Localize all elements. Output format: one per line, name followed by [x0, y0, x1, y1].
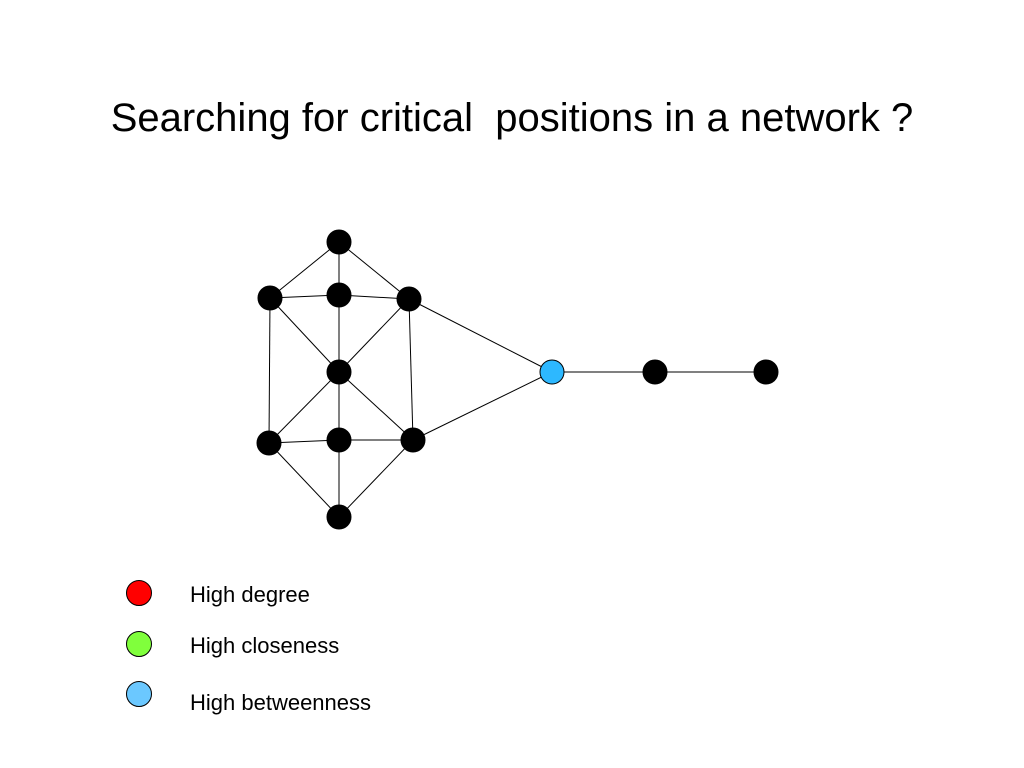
legend-dot-blue — [126, 681, 152, 707]
slide-title: Searching for critical positions in a ne… — [110, 96, 914, 140]
edge-top-upper-right — [338, 241, 410, 300]
edge-upper-left-center — [269, 297, 340, 373]
node-tail-1 — [642, 359, 668, 385]
edge-center-lower-right — [338, 371, 414, 441]
node-upper-right — [396, 286, 422, 312]
edge-lower-left-bottom — [268, 442, 340, 518]
node-upper-middle — [326, 282, 352, 308]
edge-upper-left-lower-left — [268, 297, 271, 444]
edge-lower-right-bridge — [412, 371, 553, 441]
node-bottom — [326, 504, 352, 530]
legend-label-high-degree: High degree — [190, 582, 310, 607]
node-top — [326, 229, 352, 255]
legend-dot-green — [126, 631, 152, 657]
node-bridge — [539, 359, 565, 385]
legend-dot-red — [126, 580, 152, 606]
edge-lower-right-bottom — [338, 439, 414, 518]
node-center — [326, 359, 352, 385]
legend-label-high-betweenness: High betweenness — [190, 690, 372, 715]
edge-upper-right-lower-right — [408, 298, 414, 441]
node-upper-left — [257, 285, 283, 311]
edge-center-lower-left — [268, 371, 340, 444]
node-tail-2 — [753, 359, 779, 385]
edge-upper-right-bridge — [408, 298, 553, 373]
node-lower-left — [256, 430, 282, 456]
edge-upper-right-center — [338, 298, 410, 373]
node-lower-middle — [326, 427, 352, 453]
node-lower-right — [400, 427, 426, 453]
legend-label-high-closeness: High closeness — [190, 633, 340, 658]
edge-top-upper-left — [269, 241, 340, 299]
